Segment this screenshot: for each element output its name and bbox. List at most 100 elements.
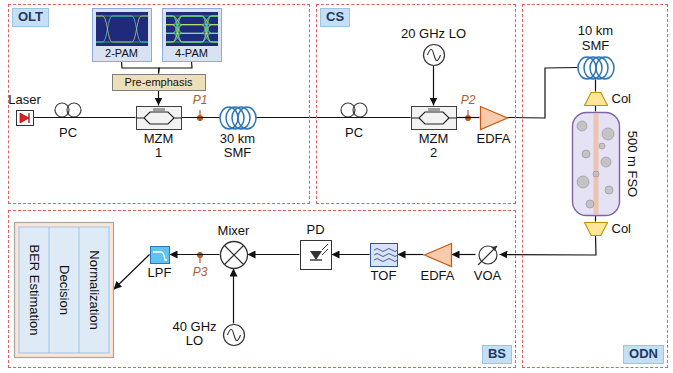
node-label: TOF xyxy=(371,269,397,284)
eye-diagram-box-part xyxy=(166,24,218,33)
eye-diagram-box-part xyxy=(166,41,218,42)
region-label: BS xyxy=(482,345,512,364)
oscillator-circle: 40 GHz LO xyxy=(223,324,245,346)
fiber-spool: 10 km SMF xyxy=(578,56,614,80)
connector-line xyxy=(595,80,596,92)
connector-line xyxy=(433,66,434,106)
eye-diagram-box-part xyxy=(166,12,218,46)
dsp-block-part xyxy=(48,227,49,353)
eye-diagram-box-part xyxy=(96,16,148,42)
node-label: EDFA xyxy=(477,132,511,147)
connector-line xyxy=(248,254,300,255)
node-label: 40 GHz LO xyxy=(171,320,219,350)
free-space-channel-part xyxy=(599,143,605,149)
optical-filter-part xyxy=(374,248,398,251)
oscillator-circle-graphic xyxy=(423,44,445,66)
modulator-box-part xyxy=(411,112,457,124)
modulator-box-part xyxy=(136,112,182,124)
node-label: MZM 1 xyxy=(141,132,177,162)
node-label: Mixer xyxy=(218,224,250,239)
fiber-spool-part xyxy=(596,57,614,79)
fiber-spool: 30 km SMF xyxy=(220,106,256,130)
dsp-block-part xyxy=(19,227,109,353)
connector-line xyxy=(34,117,136,118)
pc-loop xyxy=(67,103,81,117)
mixer-circle-graphic xyxy=(220,241,248,269)
modulator-box-graphic xyxy=(136,106,182,130)
attenuator-symbol-part xyxy=(478,246,497,265)
optical-filter-part xyxy=(374,258,398,261)
modulator-box-part xyxy=(153,108,165,111)
fiber-spool-graphic xyxy=(578,56,614,80)
collimator: Col xyxy=(584,92,608,106)
node-label: Normalization xyxy=(86,250,101,329)
free-space-channel-part xyxy=(577,121,587,131)
node-label: Col xyxy=(612,221,632,236)
probe-point xyxy=(465,110,470,121)
node-label: Pre-emphasis xyxy=(113,76,205,89)
region-panel: BSVOAEDFATOFPDMixer40 GHz LOLPFNormaliza… xyxy=(8,210,516,368)
node-label: VOA xyxy=(474,269,501,284)
node-label: 30 km SMF xyxy=(217,132,259,162)
region-panel: OLT2-PAM4-PAMPre-emphasisLaserMZM 130 km… xyxy=(8,4,310,204)
connector-line xyxy=(114,255,150,290)
node-label: Col xyxy=(612,91,632,106)
photodiode-box-part xyxy=(322,244,328,255)
optical-filter-part xyxy=(374,253,398,256)
connector-line xyxy=(595,216,596,222)
connector-line xyxy=(256,117,411,118)
region-label: ODN xyxy=(623,345,664,364)
modulator-box: MZM 1 xyxy=(136,106,182,130)
connector-line xyxy=(398,254,424,255)
eye-diagram-box-part xyxy=(96,12,148,46)
amplifier-triangle-graphic xyxy=(480,106,508,130)
polarization-controller xyxy=(341,103,367,117)
optical-filter: TOF xyxy=(370,243,398,267)
free-space-channel-graphic xyxy=(572,112,620,216)
eye-diagram-box-part xyxy=(166,16,218,42)
amplifier-triangle-part xyxy=(480,106,507,129)
connector-line xyxy=(595,106,596,112)
dsp-block: NormalizationDecisionBER Estimation xyxy=(14,222,114,358)
laser-source-graphic xyxy=(16,110,34,126)
eye-diagram-box-part xyxy=(166,16,218,42)
amplifier-triangle-graphic xyxy=(424,243,452,267)
eye-diagram-box-part xyxy=(166,33,218,42)
probe-label: P2 xyxy=(461,94,476,107)
node-label: 2-PAM xyxy=(92,47,152,60)
connector-line xyxy=(508,68,578,119)
region-label: OLT xyxy=(12,8,49,27)
optical-filter-graphic xyxy=(370,243,398,267)
photodiode-box-part xyxy=(300,240,331,269)
laser-source-part xyxy=(28,113,29,123)
connector-line xyxy=(457,117,480,118)
eye-diagram-box-part xyxy=(162,8,221,61)
free-space-channel-part xyxy=(586,200,594,208)
photodiode-box-part xyxy=(310,259,322,260)
component-label: PC xyxy=(345,126,363,140)
connector-line xyxy=(122,62,160,74)
polarization-controller xyxy=(55,103,81,117)
node-label: MZM 2 xyxy=(416,132,452,162)
connector-line xyxy=(158,91,159,106)
eye-diagram-box: 2-PAM xyxy=(92,8,152,62)
free-space-channel-part xyxy=(582,150,590,158)
node-label: Decision xyxy=(56,265,71,315)
node-label: Laser xyxy=(8,93,41,108)
free-space-channel-part xyxy=(593,171,599,177)
free-space-channel-part xyxy=(602,128,614,140)
modulator-box-part xyxy=(428,108,440,111)
eye-diagram-box-part xyxy=(166,24,218,41)
eye-diagram-box-part xyxy=(166,24,218,33)
filter-box-graphic xyxy=(150,246,170,264)
fiber-spool-graphic xyxy=(220,106,256,130)
connector-line xyxy=(332,254,370,255)
eye-diagram-box-part xyxy=(96,41,148,42)
oscillator-circle-part xyxy=(223,324,244,345)
optical-filter-part xyxy=(370,243,397,266)
amplifier-triangle-part xyxy=(424,243,451,266)
node-label: LPF xyxy=(148,266,172,281)
probe-label: P1 xyxy=(193,94,208,107)
free-space-channel: 500 m FSO xyxy=(572,112,620,216)
